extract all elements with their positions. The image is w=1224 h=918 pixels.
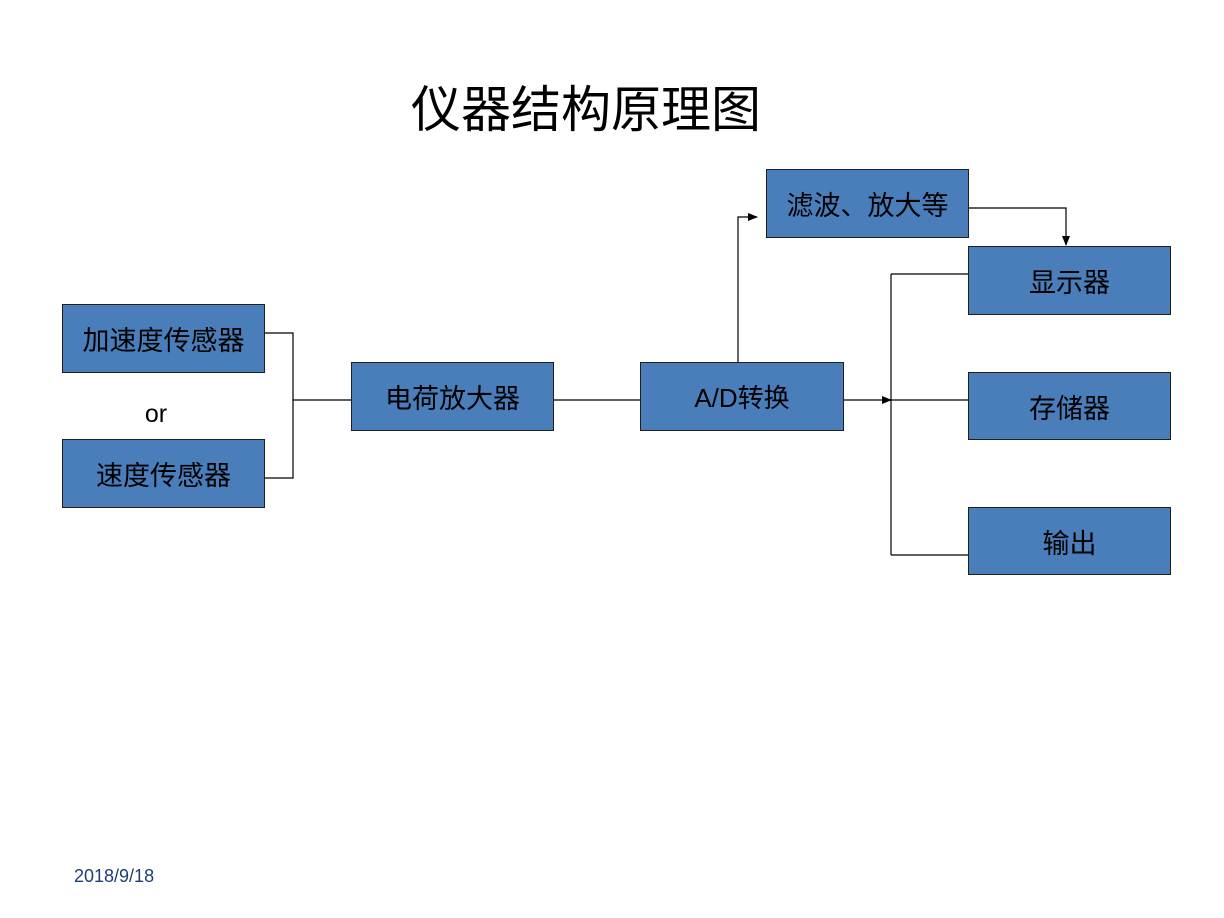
storage-box: 存储器 (968, 372, 1171, 440)
connector-accel-to-bracket (265, 332, 294, 479)
ad-converter-box: A/D转换 (640, 362, 844, 431)
connector-ad-to-filter (737, 213, 758, 363)
charge-amplifier-box: 电荷放大器 (351, 362, 554, 431)
or-label: or (144, 400, 168, 428)
output-box: 输出 (968, 507, 1171, 575)
connector-filter-to-display (969, 207, 1070, 246)
velocity-sensor-box: 速度传感器 (62, 439, 265, 508)
slide-title: 仪器结构原理图 (411, 81, 761, 139)
display-box: 显示器 (968, 246, 1171, 315)
accelerometer-box: 加速度传感器 (62, 304, 265, 373)
slide-date: 2018/9/18 (74, 866, 155, 886)
filter-amplify-box: 滤波、放大等 (766, 169, 969, 238)
